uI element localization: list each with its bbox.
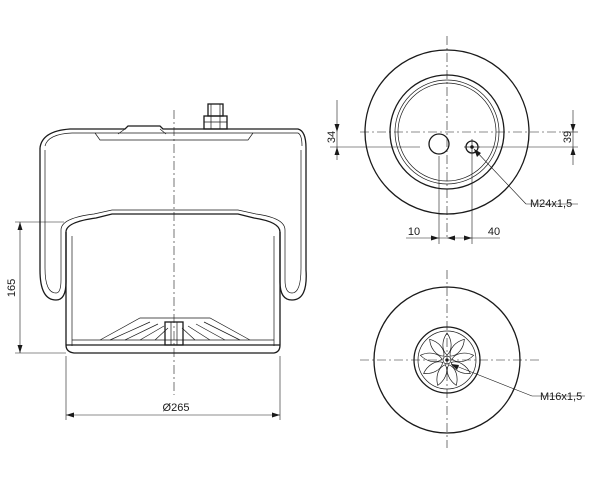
dim-height: 165 [6,221,66,354]
stud-boss [428,133,450,155]
top-bead-plate [39,125,307,149]
bottom-view: M16x1,5 [360,270,585,448]
dim-40-label: 40 [488,226,500,238]
bellows-outer [39,148,307,301]
dim-34: 34 [326,100,420,160]
top-bead-ring [389,74,505,190]
piston-base-circle [413,326,481,394]
top-outer-circle [364,49,530,215]
dim-34-label: 34 [326,131,338,143]
bellows-inner [44,150,302,294]
bottom-outer-circle [373,286,521,434]
air-fitting [203,103,228,130]
thread-callout-bottom: M16x1,5 [450,363,585,403]
thread-top-label: M24x1,5 [530,198,572,210]
dim-10-40: 10 40 [406,155,500,244]
thread-bottom-label: M16x1,5 [540,391,582,403]
top-view: 34 39 10 40 M24x1,5 [326,36,578,244]
piston-body [65,232,281,354]
dim-10-label: 10 [408,226,420,238]
dim-39: 39 [478,110,578,165]
dim-height-label: 165 [6,279,18,297]
side-view: 165 Ø265 [6,103,307,420]
dim-39-label: 39 [562,131,574,143]
dim-diameter-label: Ø265 [163,402,190,414]
dim-diameter: Ø265 [65,356,281,420]
thread-callout-top: M24x1,5 [473,148,578,210]
piston-petals [419,332,475,386]
piston-ribs [99,317,251,346]
